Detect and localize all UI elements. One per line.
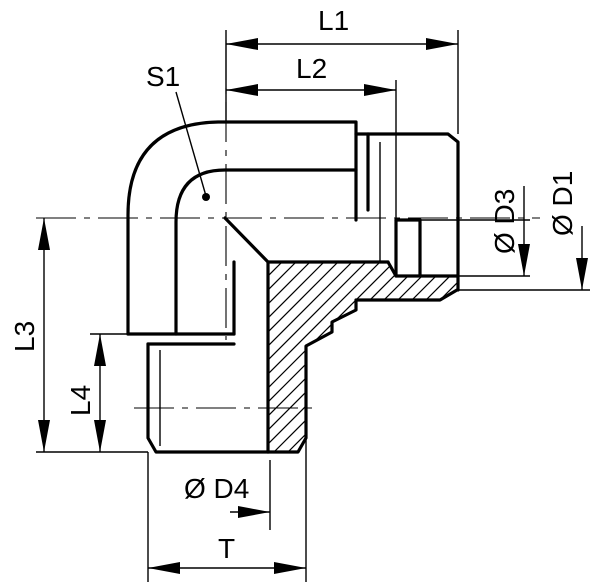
label-D4: Ø D4: [184, 473, 249, 504]
label-T: T: [218, 533, 235, 564]
section-hatching: [268, 250, 600, 470]
hatch-line: [395, 262, 457, 452]
label-S1: S1: [146, 61, 180, 92]
hatch-line: [268, 262, 309, 452]
hatch-line: [268, 262, 295, 452]
hatch-line: [268, 262, 379, 452]
dimension-labels: L1 L2 S1 L3 L4 Ø D3 Ø D1 Ø D4 T: [9, 5, 578, 564]
hatch-line: [508, 250, 600, 470]
label-L2: L2: [296, 53, 327, 84]
hatch-line: [268, 262, 351, 452]
hatch-line: [268, 262, 281, 452]
hatch-line: [536, 250, 600, 470]
label-D3: Ø D3: [489, 189, 520, 254]
center-lines: [36, 40, 540, 409]
hatch-line: [409, 262, 457, 452]
hatch-line: [268, 262, 449, 452]
extension-lines: [36, 30, 590, 582]
hatch-line: [466, 250, 600, 470]
hatch-line: [268, 262, 393, 452]
hatch-line: [550, 250, 600, 470]
hatch-line: [522, 250, 600, 470]
hatch-line: [268, 262, 435, 452]
hatch-line: [592, 250, 600, 470]
hatch-line: [451, 262, 457, 452]
hatch-line: [268, 262, 365, 452]
label-L4: L4: [65, 385, 96, 416]
hatch-line: [268, 262, 337, 452]
hatch-line: [494, 250, 600, 470]
label-L1: L1: [318, 5, 349, 36]
hatch-line: [423, 262, 457, 452]
fitting-outline: [126, 120, 460, 454]
hatch-line: [268, 262, 407, 452]
dimension-lines: [38, 38, 588, 574]
label-L3: L3: [9, 321, 40, 352]
hatch-line: [437, 262, 457, 452]
hatch-line: [268, 262, 323, 452]
label-D1: Ø D1: [547, 171, 578, 236]
